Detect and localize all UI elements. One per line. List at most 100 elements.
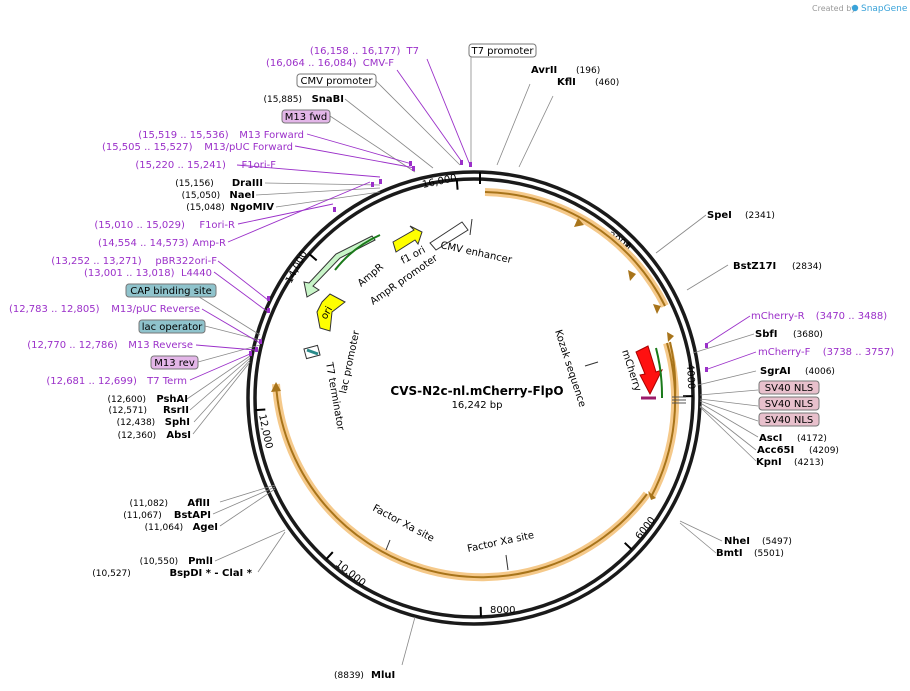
factor-xa-2-leader	[505, 554, 509, 571]
enzyme-name[interactable]: SpeI	[707, 210, 732, 221]
orf-main-arc[interactable]	[271, 188, 680, 582]
plasmid-size: 16,242 bp	[452, 400, 503, 411]
enzyme-name[interactable]: AflII	[187, 498, 210, 509]
label-ampr: AmpR	[356, 262, 386, 290]
enzyme-position: (11,082)	[129, 499, 168, 509]
primer-site-marker	[705, 367, 708, 372]
enzyme-position: (12,571)	[108, 406, 147, 416]
feature-f1-ori[interactable]	[392, 225, 423, 253]
enzyme-name[interactable]: AgeI	[193, 522, 218, 533]
enzyme-name[interactable]: MluI	[371, 670, 395, 681]
box-sv40-nls-1[interactable]	[758, 380, 820, 395]
box-sv40-nls-2[interactable]	[758, 396, 820, 411]
enzyme-name[interactable]: BstZ17I	[733, 261, 776, 272]
box-lac-operator[interactable]	[138, 319, 206, 334]
primer-range: (13,252 .. 13,271)	[51, 256, 142, 267]
box-m13-fwd[interactable]	[281, 109, 331, 124]
primer-name[interactable]: F1ori-R	[199, 220, 235, 231]
tick-mark	[308, 253, 318, 262]
enzyme-position: (4172)	[797, 434, 827, 444]
primer-range: (15,505 .. 15,527)	[102, 142, 193, 153]
box-sv40-nls-3[interactable]	[758, 412, 820, 427]
enzyme-name[interactable]: AbsI	[166, 430, 191, 441]
enzyme-name[interactable]: NgoMIV	[230, 202, 274, 213]
enzyme-name[interactable]: NheI	[724, 536, 750, 547]
enzyme-name[interactable]: NaeI	[229, 190, 255, 201]
primer-name[interactable]: pBR322ori-F	[155, 256, 217, 267]
primer-name[interactable]: M13/pUC Reverse	[111, 304, 200, 315]
enzyme-name[interactable]: AvrII	[531, 65, 557, 76]
enzyme-position: (10,527)	[92, 569, 131, 579]
feature-ampr[interactable]	[303, 234, 381, 298]
enzyme-name[interactable]: BmtI	[716, 548, 743, 559]
box-t7-promoter[interactable]	[468, 43, 537, 58]
primer-site-marker	[379, 179, 382, 184]
box-m13-rev[interactable]	[150, 355, 199, 370]
primer-range: (3470 .. 3488)	[816, 311, 888, 322]
primer-site-marker	[255, 347, 258, 352]
enzyme-name[interactable]: PshAI	[156, 394, 188, 405]
enzyme-name[interactable]: SnaBI	[312, 94, 344, 105]
primer-name[interactable]: M13/pUC Forward	[204, 142, 293, 153]
enzyme-name[interactable]: KflI	[557, 77, 576, 88]
primer-name[interactable]: mCherry-F	[758, 347, 811, 358]
feature-ori[interactable]	[316, 293, 346, 332]
primer-name[interactable]: M13 Forward	[239, 130, 304, 141]
enzyme-name[interactable]: BspDI * - ClaI *	[169, 568, 252, 579]
tick-mark	[255, 408, 266, 412]
enzyme-position: (2834)	[792, 262, 822, 272]
primer-name[interactable]: T7 Term	[146, 376, 187, 387]
enzyme-name[interactable]: KpnI	[756, 457, 782, 468]
enzyme-name[interactable]: RsrII	[163, 405, 189, 416]
primer-name[interactable]: L4440	[181, 268, 212, 279]
enzyme-position: (8839)	[334, 671, 364, 681]
enzyme-name[interactable]: Acc65I	[757, 445, 794, 456]
primer-name[interactable]: F1ori-F	[242, 160, 277, 171]
enzyme-position: (12,438)	[117, 418, 156, 428]
enzyme-position: (460)	[595, 78, 619, 88]
box-sv40-nls-2-label: SV40 NLS	[765, 399, 814, 410]
primer-name[interactable]: T7	[406, 46, 419, 57]
plasmid-name: CVS-N2c-nl.mCherry-FlpO	[390, 384, 563, 398]
primer-site-marker	[460, 160, 463, 165]
enzyme-position: (2341)	[745, 211, 775, 221]
box-cmv-promoter[interactable]	[296, 73, 377, 88]
box-t7-promoter-label: T7 promoter	[470, 46, 534, 57]
primer-range: (14,554 .. 14,573)	[98, 238, 189, 249]
enzyme-position: (5501)	[754, 549, 784, 559]
enzyme-name[interactable]: AscI	[759, 433, 782, 444]
feature-lac-promoter[interactable]	[303, 344, 321, 360]
label-factor-xa-1: Factor Xa site	[371, 503, 436, 545]
primer-name[interactable]: CMV-F	[363, 58, 394, 69]
feature-mcherry[interactable]	[635, 341, 677, 400]
enzyme-name[interactable]: BstAPI	[174, 510, 211, 521]
enzyme-position: (3680)	[793, 330, 823, 340]
enzyme-name[interactable]: SbfI	[755, 329, 777, 340]
plasmid-backbone	[246, 170, 702, 626]
snapgene-logo-icon	[851, 4, 859, 12]
enzyme-name[interactable]: PmlI	[188, 556, 213, 567]
primer-name[interactable]: Amp-R	[193, 238, 227, 249]
enzyme-position: (15,156)	[175, 179, 214, 189]
tick-label: 10,000	[333, 559, 367, 589]
primer-name[interactable]: M13 Reverse	[128, 340, 193, 351]
enzyme-position: (11,067)	[123, 511, 162, 521]
feature-sv40-markers	[672, 396, 686, 404]
primer-site-marker	[267, 308, 270, 313]
primer-range: (12,783 .. 12,805)	[9, 304, 100, 315]
primer-leader-lines	[189, 58, 757, 381]
enzyme-position: (4006)	[805, 367, 835, 377]
credit-prefix: Created by	[812, 4, 856, 13]
primer-name[interactable]: mCherry-R	[751, 311, 805, 322]
box-cap-binding-site-label: CAP binding site	[130, 286, 212, 297]
enzyme-position: (5497)	[762, 537, 792, 547]
enzyme-position: (12,600)	[107, 395, 146, 405]
tick-label: 6000	[634, 515, 658, 542]
box-cap-binding-site[interactable]	[125, 283, 217, 298]
enzyme-name[interactable]: SgrAI	[760, 366, 791, 377]
enzyme-name[interactable]: DraIII	[232, 178, 263, 189]
box-lac-operator-label: lac operator	[142, 322, 203, 333]
enzyme-name[interactable]: SphI	[165, 417, 190, 428]
feature-cmv-enhancer[interactable]	[429, 218, 473, 251]
box-sv40-nls-1-label: SV40 NLS	[765, 383, 814, 394]
